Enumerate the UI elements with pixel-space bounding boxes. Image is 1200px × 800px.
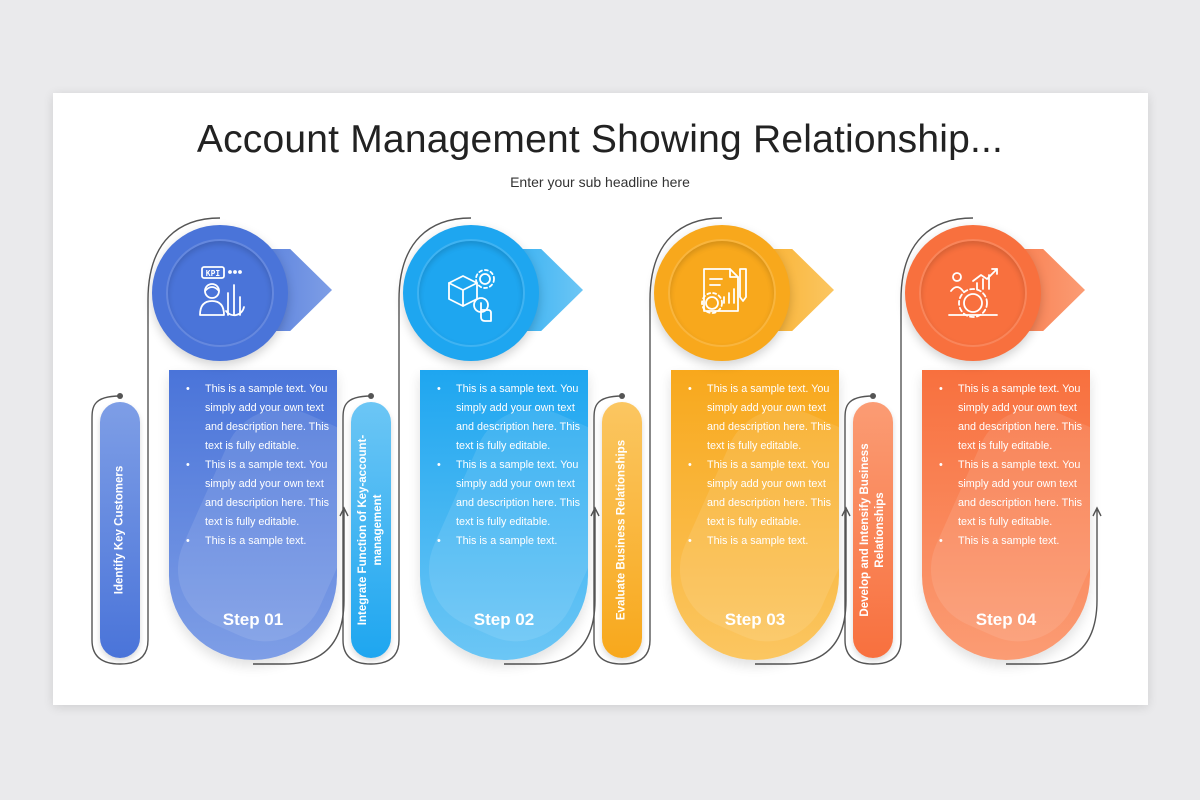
document-chart-gear-icon — [692, 263, 752, 323]
step-icon-badge — [905, 225, 1085, 361]
step-bullet-item: This is a sample text. — [939, 532, 1086, 551]
step-bullet-item: This is a sample text. You simply add yo… — [939, 456, 1086, 532]
step-bullet-list: This is a sample text. You simply add yo… — [939, 380, 1086, 551]
up-arrow — [1092, 506, 1102, 600]
box-gear-hand-icon — [441, 263, 501, 323]
step-side-label: Develop and Intensify Business Relations… — [859, 443, 886, 617]
step-label: Step 03 — [724, 610, 786, 629]
step-side-label: Identify Key Customers — [113, 465, 126, 595]
step-icon-badge — [654, 225, 834, 361]
step-circle — [654, 225, 790, 361]
step-circle-inner — [670, 241, 774, 345]
page-subtitle: Enter your sub headline here — [510, 174, 690, 190]
step-bullet-item: This is a sample text. You simply add yo… — [437, 456, 584, 532]
step-bullet-list: This is a sample text. You simply add yo… — [688, 380, 835, 551]
step-circle — [403, 225, 539, 361]
step-connector — [844, 217, 1102, 665]
step-bullet-item: This is a sample text. You simply add yo… — [186, 456, 333, 532]
page-title: Account Management Showing Relationship.… — [196, 118, 1004, 161]
step-side-pill: Evaluate Business Relationships — [602, 402, 642, 658]
step-circle — [905, 225, 1041, 361]
step-bullet-list: This is a sample text. You simply add yo… — [186, 380, 333, 551]
up-arrow — [841, 506, 851, 600]
step-bullet-item: This is a sample text. You simply add yo… — [939, 380, 1086, 456]
step-bullet-item: This is a sample text. — [688, 532, 835, 551]
step-label: Step 02 — [473, 610, 535, 629]
step-card: This is a sample text. You simply add yo… — [169, 370, 337, 660]
svg-text:KPI: KPI — [206, 269, 221, 278]
step-card: This is a sample text. You simply add yo… — [922, 370, 1090, 660]
step-bullet-list: This is a sample text. You simply add yo… — [437, 380, 584, 551]
connector-dot — [619, 393, 625, 399]
connector-dot — [870, 393, 876, 399]
step-label: Step 04 — [975, 610, 1037, 629]
step-card: This is a sample text. You simply add yo… — [671, 370, 839, 660]
step-bullet-item: This is a sample text. You simply add yo… — [688, 380, 835, 456]
step-bullet-item: This is a sample text. — [437, 532, 584, 551]
step-bullet-item: This is a sample text. You simply add yo… — [437, 380, 584, 456]
step-circle-inner — [921, 241, 1025, 345]
growth-chart-gear-icon — [943, 263, 1003, 323]
step-circle-inner — [168, 241, 272, 345]
step-circle: KPI — [152, 225, 288, 361]
up-arrow — [339, 506, 349, 600]
step-side-pill: Integrate Function of Key-account-manage… — [351, 402, 391, 658]
up-arrow — [590, 506, 600, 600]
step-label: Step 01 — [222, 610, 284, 629]
step-side-pill: Identify Key Customers — [100, 402, 140, 658]
step-side-label: Evaluate Business Relationships — [615, 439, 628, 621]
step-side-pill: Develop and Intensify Business Relations… — [853, 402, 893, 658]
step-bullet-item: This is a sample text. You simply add yo… — [688, 456, 835, 532]
step-icon-badge — [403, 225, 583, 361]
step-side-label: Integrate Function of Key-account-manage… — [357, 434, 384, 626]
step-icon-badge: KPI — [152, 225, 332, 361]
connector-dot — [368, 393, 374, 399]
step-circle-inner — [419, 241, 523, 345]
step-card: This is a sample text. You simply add yo… — [420, 370, 588, 660]
connector-dot — [117, 393, 123, 399]
step-bullet-item: This is a sample text. — [186, 532, 333, 551]
kpi-person-icon: KPI — [190, 263, 250, 323]
step-bullet-item: This is a sample text. You simply add yo… — [186, 380, 333, 456]
